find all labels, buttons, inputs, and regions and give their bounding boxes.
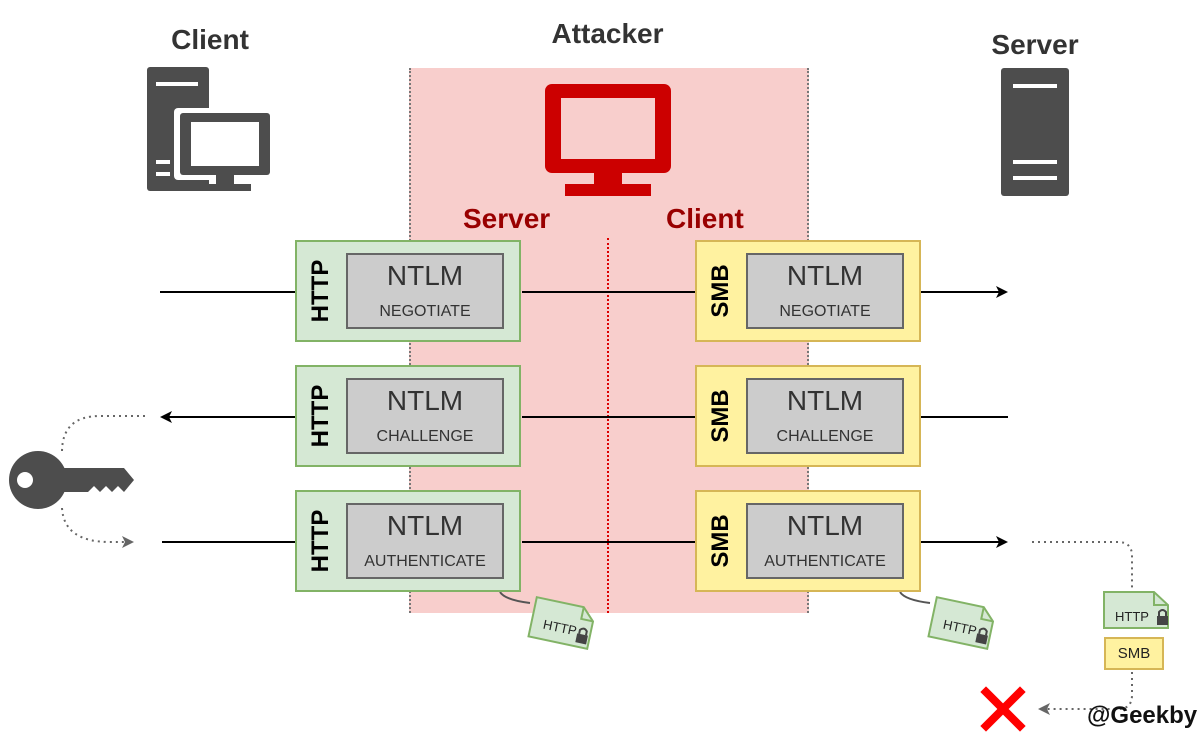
protocol-label: SMB: [707, 389, 734, 443]
smb-negotiate-box: SMB NTLM NEGOTIATE: [695, 240, 921, 342]
http-doc-2-connector: [899, 591, 931, 604]
relay-forward-path: [1032, 541, 1133, 590]
attacker-title: Attacker: [551, 18, 664, 49]
ntlm-message: NTLM NEGOTIATE: [746, 253, 904, 329]
ntlm-title: NTLM: [386, 385, 464, 416]
ntlm-type: CHALLENGE: [776, 428, 874, 445]
protocol-label: HTTP: [307, 259, 334, 323]
http-negotiate-box: HTTP NTLM NEGOTIATE: [295, 240, 521, 342]
key-capture-curve: [61, 415, 145, 453]
http-authenticate-box: HTTP NTLM AUTHENTICATE: [295, 490, 521, 592]
server-title: Server: [991, 29, 1079, 60]
ntlm-title: NTLM: [786, 385, 864, 416]
protocol-label: SMB: [707, 264, 734, 318]
ntlm-type: NEGOTIATE: [379, 303, 471, 320]
ntlm-message: NTLM CHALLENGE: [746, 378, 904, 454]
ntlm-type: CHALLENGE: [376, 428, 474, 445]
attacker-monitor-icon: [545, 84, 671, 196]
ntlm-title: NTLM: [386, 510, 464, 541]
attacker-divider: [607, 238, 609, 613]
smb-authenticate-box: SMB NTLM AUTHENTICATE: [695, 490, 921, 592]
smb-tag: SMB: [1104, 637, 1164, 670]
ntlm-type: AUTHENTICATE: [364, 553, 486, 570]
client-computer-icon: [147, 67, 276, 191]
client-title: Client: [171, 24, 249, 55]
http-doc-1-connector: [499, 591, 531, 604]
smb-challenge-box: SMB NTLM CHALLENGE: [695, 365, 921, 467]
protocol-label: HTTP: [307, 509, 334, 573]
locked-document-icon: [527, 596, 595, 650]
http-doc-3-label: HTTP: [1115, 609, 1149, 624]
http-challenge-box: HTTP NTLM CHALLENGE: [295, 365, 521, 467]
locked-document-icon: [1103, 591, 1169, 629]
key-reuse-arrow: [61, 507, 134, 548]
attacker-role-server: Server: [463, 203, 551, 234]
attacker-role-client: Client: [666, 203, 744, 234]
x-mark-icon: [980, 686, 1026, 732]
ntlm-message: NTLM NEGOTIATE: [346, 253, 504, 329]
author-credit: @Geekby: [1087, 702, 1198, 729]
ntlm-title: NTLM: [786, 510, 864, 541]
server-tower-icon: [1001, 68, 1069, 196]
key-icon: [9, 451, 134, 509]
locked-document-icon: [927, 596, 995, 650]
ntlm-type: AUTHENTICATE: [764, 553, 886, 570]
ntlm-title: NTLM: [386, 260, 464, 291]
protocol-label: HTTP: [307, 384, 334, 448]
ntlm-message: NTLM AUTHENTICATE: [346, 503, 504, 579]
ntlm-title: NTLM: [786, 260, 864, 291]
ntlm-type: NEGOTIATE: [779, 303, 871, 320]
ntlm-message: NTLM CHALLENGE: [346, 378, 504, 454]
ntlm-message: NTLM AUTHENTICATE: [746, 503, 904, 579]
protocol-label: SMB: [707, 514, 734, 568]
